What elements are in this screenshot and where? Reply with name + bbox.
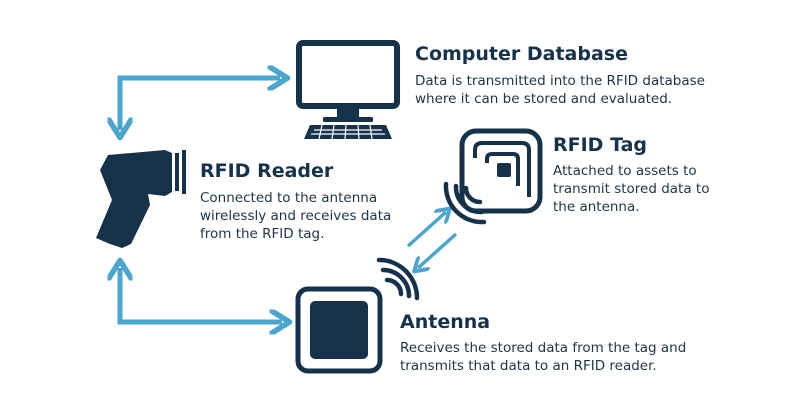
rfid-tag-description: Attached to assets to transmit stored da… — [553, 163, 710, 215]
antenna-to-tag-arrow — [406, 212, 446, 248]
antenna-icon — [295, 286, 383, 374]
rfid-tag-title: RFID Tag — [553, 134, 647, 156]
computer-database-description: Data is transmitted into the RFID databa… — [415, 73, 705, 107]
reader-computer-connector — [120, 78, 280, 130]
rfid-tag-icon — [459, 128, 543, 214]
tag-signal-waves-icon — [443, 181, 487, 225]
rfid-reader-description: Connected to the antenna wirelessly and … — [200, 190, 392, 242]
computer-monitor-icon — [296, 40, 400, 140]
antenna-description: Receives the stored data from the tag an… — [400, 340, 687, 374]
reader-antenna-connector — [120, 268, 282, 322]
antenna-title: Antenna — [400, 311, 491, 333]
antenna-signal-waves-icon — [376, 257, 420, 301]
rfid-reader-title: RFID Reader — [200, 160, 334, 182]
tag-to-antenna-arrow — [418, 232, 458, 268]
computer-database-title: Computer Database — [415, 43, 628, 65]
rfid-scanner-icon — [96, 150, 186, 248]
